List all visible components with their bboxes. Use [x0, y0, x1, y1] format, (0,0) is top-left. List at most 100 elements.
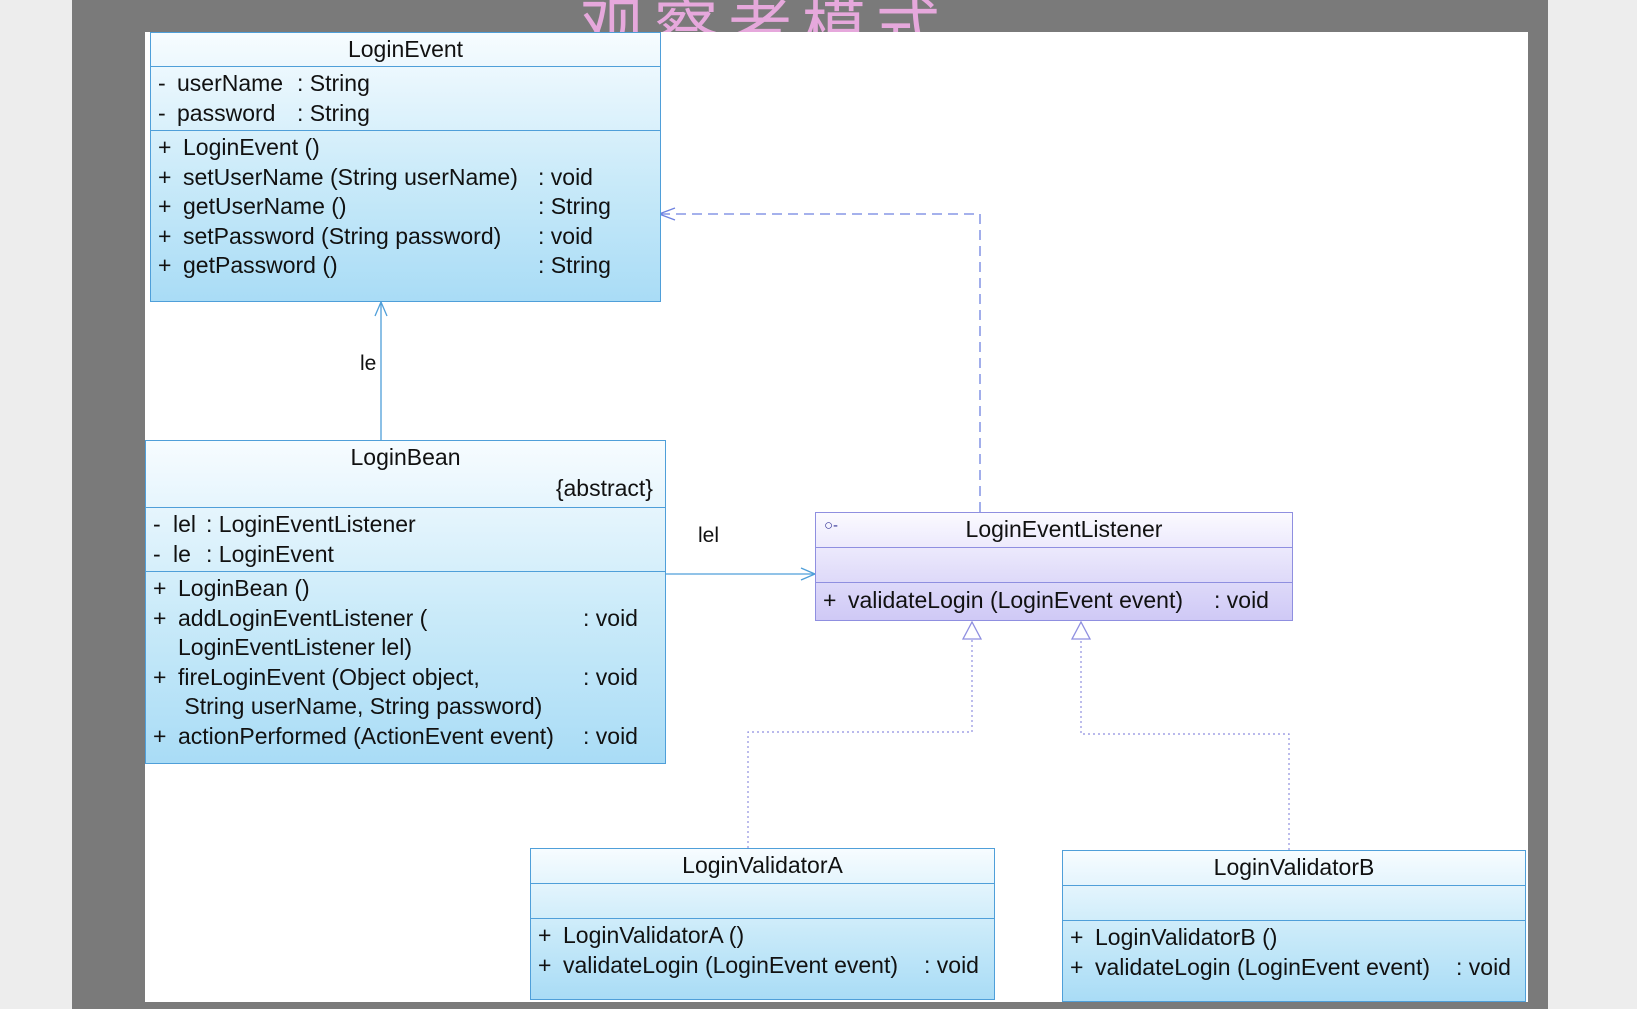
class-login-validator-a[interactable]: LoginValidatorA + LoginValidatorA () + v…: [530, 848, 995, 1000]
attribute-type: : String: [297, 99, 370, 126]
attributes-section: [531, 884, 994, 919]
attributes-section: - userName : String - password : String: [151, 67, 660, 131]
operations-section: + LoginValidatorB () + validateLogin (Lo…: [1063, 921, 1525, 999]
attribute-row: - password : String: [151, 99, 660, 129]
attribute-row: - lel : LoginEventListener: [146, 510, 665, 540]
attribute-row: - userName : String: [151, 69, 660, 99]
operation-return: : void: [1214, 587, 1269, 613]
visibility: -: [158, 99, 166, 126]
operations-section: + validateLogin (LoginEvent event) : voi…: [816, 583, 1292, 620]
operation-return: : void: [1456, 953, 1511, 980]
operation-signature: LoginEvent (): [183, 134, 320, 160]
visibility: +: [158, 252, 172, 278]
visibility: +: [538, 922, 552, 948]
visibility: -: [153, 540, 161, 567]
realization-a-line: [747, 639, 973, 848]
operation-row: + actionPerformed (ActionEvent event) : …: [146, 722, 665, 752]
attribute-name: le: [173, 540, 191, 567]
operation-row: + validateLogin (LoginEvent event) : voi…: [816, 586, 1292, 616]
operation-return: : void: [538, 163, 593, 190]
operation-return: : void: [583, 663, 638, 690]
attribute-name: userName: [177, 70, 284, 96]
class-header: LoginBean {abstract}: [146, 441, 665, 508]
attribute-type: : LoginEventListener: [206, 511, 416, 537]
class-header: LoginEvent: [151, 33, 660, 67]
operation-row: + LoginValidatorA (): [531, 921, 994, 951]
operation-row: + validateLogin (LoginEvent event) : voi…: [1063, 953, 1525, 983]
operations-section: + LoginEvent () + setUserName (String us…: [151, 131, 660, 299]
interface-login-event-listener[interactable]: ○- LoginEventListener + validateLogin (L…: [815, 512, 1293, 621]
attribute-name: lel: [173, 511, 197, 537]
operation-signature: fireLoginEvent (Object object,: [178, 663, 480, 690]
assoc-label-lel: lel: [698, 524, 720, 547]
operation-signature: addLoginEventListener (: [178, 604, 428, 631]
operation-signature: setUserName (String userName): [183, 163, 518, 190]
visibility: +: [158, 134, 172, 160]
operation-signature: validateLogin (LoginEvent event): [848, 587, 1184, 613]
operation-return: : String: [538, 193, 611, 219]
operation-signature: getUserName (): [183, 193, 347, 219]
operation-row: + setPassword (String password) : void: [151, 222, 660, 252]
operation-return: : void: [924, 951, 979, 978]
operation-signature: LoginEventListener lel): [178, 634, 412, 660]
class-name: LoginValidatorA: [682, 852, 843, 878]
class-login-validator-b[interactable]: LoginValidatorB + LoginValidatorB () + v…: [1062, 850, 1526, 1002]
diagram-canvas: le lel LoginEvent - userName : String - …: [145, 32, 1528, 1002]
operation-row: String userName, String password): [146, 692, 665, 722]
operation-signature: String userName, String password): [178, 693, 543, 719]
attribute-name: password: [177, 99, 276, 126]
realization-b-triangle: [1070, 620, 1092, 640]
operation-row: LoginEventListener lel): [146, 633, 665, 663]
visibility: +: [158, 193, 172, 219]
class-login-event[interactable]: LoginEvent - userName : String - passwor…: [150, 32, 661, 302]
visibility: +: [158, 222, 172, 249]
class-name: LoginEvent: [347, 36, 464, 62]
operation-row: + addLoginEventListener ( : void: [146, 604, 665, 634]
attributes-section: - lel : LoginEventListener - le : LoginE…: [146, 508, 665, 572]
operation-row: + getPassword () : String: [151, 251, 660, 281]
operation-row: + setUserName (String userName) : void: [151, 163, 660, 193]
operation-signature: validateLogin (LoginEvent event): [563, 951, 899, 978]
class-header: ○- LoginEventListener: [816, 513, 1292, 548]
operation-signature: getPassword (): [183, 252, 338, 278]
visibility: +: [153, 663, 167, 690]
class-name: LoginEventListener: [965, 516, 1163, 542]
visibility: +: [538, 951, 552, 978]
operation-signature: validateLogin (LoginEvent event): [1095, 953, 1431, 980]
visibility: +: [153, 575, 167, 601]
dependency-line: [659, 213, 981, 512]
operation-row: + validateLogin (LoginEvent event) : voi…: [531, 951, 994, 981]
assoc-label-le: le: [360, 352, 377, 375]
visibility: +: [1070, 953, 1084, 980]
class-name: LoginValidatorB: [1213, 854, 1375, 880]
operations-section: + LoginValidatorA () + validateLogin (Lo…: [531, 919, 994, 997]
visibility: +: [823, 587, 837, 613]
operation-signature: LoginValidatorB (): [1095, 924, 1278, 950]
operation-row: + LoginBean (): [146, 574, 665, 604]
class-login-bean[interactable]: LoginBean {abstract} - lel : LoginEventL…: [145, 440, 666, 764]
operation-signature: setPassword (String password): [183, 222, 502, 249]
operation-signature: actionPerformed (ActionEvent event): [178, 722, 554, 749]
operation-signature: LoginBean (): [178, 575, 310, 601]
realization-b-line: [1080, 639, 1290, 850]
attributes-section: [1063, 886, 1525, 921]
assoc-le-arrowhead: [374, 300, 388, 317]
operation-return: : void: [583, 722, 638, 749]
operation-row: + fireLoginEvent (Object object, : void: [146, 663, 665, 693]
connectors-layer: [374, 207, 1290, 850]
attribute-type: : String: [297, 70, 370, 96]
visibility: +: [153, 604, 167, 631]
attribute-type: : LoginEvent: [206, 540, 334, 567]
realization-a-triangle: [961, 620, 983, 640]
attributes-section: [816, 548, 1292, 583]
operation-signature: LoginValidatorA (): [563, 922, 745, 948]
operations-section: + LoginBean () + addLoginEventListener (…: [146, 572, 665, 761]
visibility: +: [1070, 924, 1084, 950]
visibility: +: [158, 163, 172, 190]
attribute-row: - le : LoginEvent: [146, 540, 665, 570]
class-stereotype: {abstract}: [555, 475, 653, 501]
operation-row: + LoginValidatorB (): [1063, 923, 1525, 953]
operation-row: + getUserName () : String: [151, 192, 660, 222]
operation-row: + LoginEvent (): [151, 133, 660, 163]
visibility: -: [158, 70, 166, 96]
